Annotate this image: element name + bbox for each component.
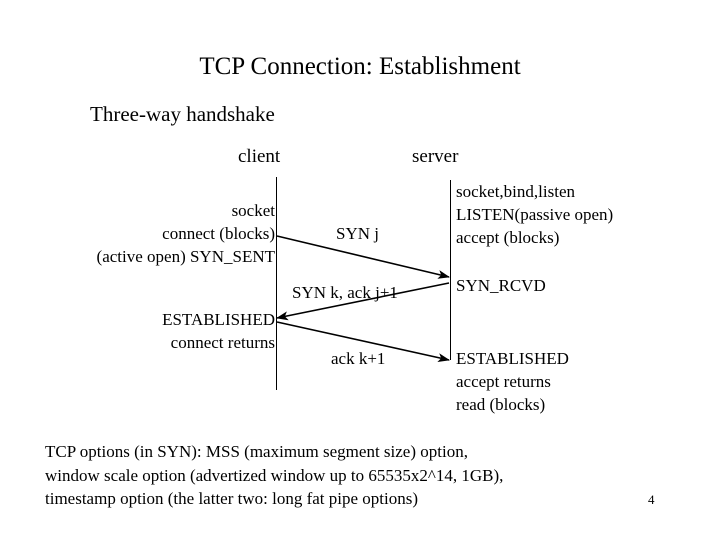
server-event-accept-returns: accept returns <box>456 372 551 391</box>
footer-notes: TCP options (in SYN): MSS (maximum segme… <box>45 440 645 511</box>
page-number: 4 <box>648 492 655 507</box>
page-title: TCP Connection: Establishment <box>199 53 521 80</box>
arrow-syn-j <box>276 235 450 279</box>
server-state-established: ESTABLISHED <box>456 349 569 368</box>
server-events-top: socket,bind,listen LISTEN(passive open) … <box>456 180 613 249</box>
client-state-established: ESTABLISHED <box>162 310 275 329</box>
footer-line-1: TCP options (in SYN): MSS (maximum segme… <box>45 442 468 461</box>
column-header-server: server <box>412 146 459 167</box>
arrow-syn-k-ack <box>276 282 450 321</box>
message-label-syn-k-ack: SYN k, ack j+1 <box>292 283 398 302</box>
client-event-connect: connect (blocks) <box>162 224 275 243</box>
client-lifeline <box>276 177 277 390</box>
footer-line-3: timestamp option (the latter two: long f… <box>45 489 418 508</box>
server-lifeline <box>450 180 451 360</box>
server-state-listen: LISTEN(passive open) <box>456 205 614 224</box>
client-events-top: socket connect (blocks) (active open) SY… <box>97 199 275 268</box>
server-state-syn-rcvd-label: SYN_RCVD <box>456 276 546 295</box>
message-label-syn-j: SYN j <box>336 224 379 243</box>
client-events-bottom: ESTABLISHED connect returns <box>162 308 275 354</box>
client-event-socket: socket <box>231 201 275 220</box>
server-event-read-blocks: read (blocks) <box>456 395 546 414</box>
message-label-ack-k: ack k+1 <box>331 349 386 368</box>
arrow-ack-k <box>276 321 450 363</box>
server-events-established: ESTABLISHED accept returns read (blocks) <box>456 347 569 416</box>
footer-line-2: window scale option (advertized window u… <box>45 465 504 485</box>
client-event-connect-returns: connect returns <box>170 333 275 352</box>
slide-subtitle: Three-way handshake <box>90 102 275 126</box>
server-state-syn-rcvd: SYN_RCVD <box>456 274 546 297</box>
server-event-accept: accept (blocks) <box>456 228 560 247</box>
column-header-client: client <box>238 146 281 167</box>
server-event-socket-bind-listen: socket,bind,listen <box>456 182 575 201</box>
client-event-syn-sent: (active open) SYN_SENT <box>96 247 275 266</box>
